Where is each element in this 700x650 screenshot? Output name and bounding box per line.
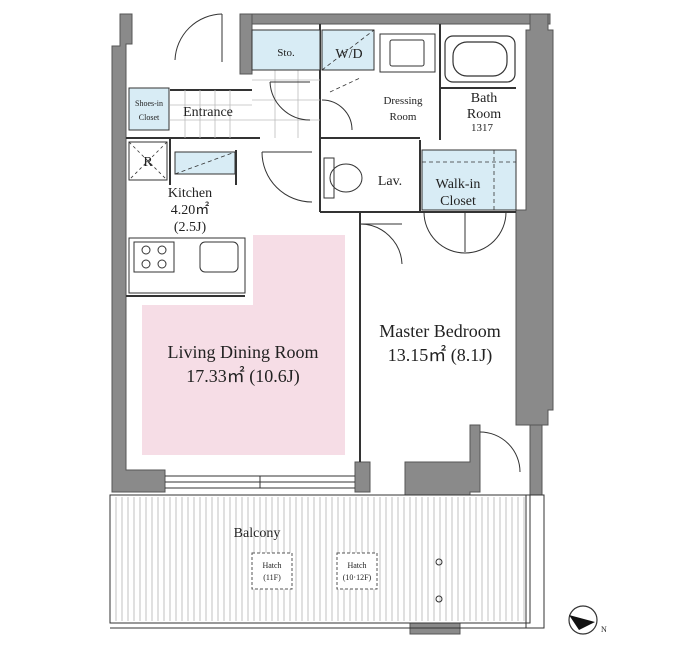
kitchen-sink: [199, 241, 239, 273]
sliding-window: [165, 475, 355, 489]
washer-label: W/D: [335, 47, 362, 62]
shoes-closet-label-line2: Closet: [139, 113, 160, 122]
kitchen-area: 4.20㎡: [171, 202, 210, 218]
lavatory-label: Lav.: [378, 174, 402, 189]
storage-diagonals: [174, 29, 516, 210]
door-swings: [174, 13, 521, 473]
kitchen-counter: [128, 237, 246, 294]
living-dining-area: 17.33㎡ (10.6J): [186, 365, 300, 387]
north-arrow-icon: N: [568, 605, 607, 635]
entrance-tiles: [170, 70, 320, 138]
hatch-11f-floors: (11F): [263, 573, 281, 582]
cooktop: [133, 241, 175, 273]
bath-code: 1317: [471, 122, 494, 134]
master-bedroom-label: Master Bedroom: [379, 321, 500, 341]
shoes-closet-label-line1: Shoes-in: [135, 99, 163, 108]
hatch-11f-label: Hatch: [262, 561, 281, 570]
toilet: [323, 157, 363, 199]
kitchen-jo: (2.5J): [174, 220, 207, 235]
dressing-label-line1: Dressing: [383, 95, 423, 107]
hatch-11f: [251, 552, 293, 590]
hatch-10-12f-label: Hatch: [347, 561, 366, 570]
entrance-label: Entrance: [183, 105, 233, 120]
balcony-label: Balcony: [234, 526, 281, 541]
storage-closet: [251, 29, 321, 71]
master-bedroom-area: 13.15㎡ (8.1J): [388, 344, 493, 366]
walkin-closet: [421, 149, 517, 211]
storage-areas: [128, 29, 517, 211]
dressing-vanity: [379, 33, 436, 73]
bath-label-line1: Bath: [471, 91, 497, 106]
svg-text:N: N: [601, 625, 607, 634]
storage-label: Sto.: [277, 47, 295, 59]
bath-label-line2: Room: [467, 107, 501, 122]
living-dining-label: Living Dining Room: [167, 342, 318, 362]
hatch-10-12f: [336, 552, 378, 590]
refrigerator-diagonals: [128, 141, 168, 181]
living-dining-highlight: [142, 235, 345, 455]
bathtub: [444, 35, 516, 83]
hatch-10-12f-floors: (10·12F): [343, 573, 372, 582]
shoes-in-closet: [128, 87, 170, 131]
balcony-area: [109, 494, 545, 629]
walkin-label-line2: Closet: [440, 194, 476, 209]
walkin-label-line1: Walk-in: [436, 177, 481, 192]
kitchen-label: Kitchen: [168, 186, 212, 201]
dressing-label-line2: Room: [390, 111, 417, 123]
refrigerator-label: R: [143, 155, 153, 170]
